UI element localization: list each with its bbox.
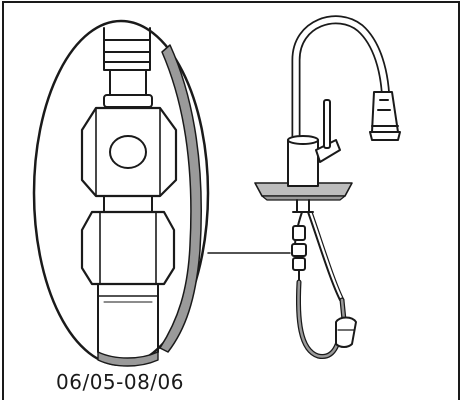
page-code: 06/05-08/06 xyxy=(56,370,184,394)
faucet-drawing xyxy=(254,15,401,359)
page-frame xyxy=(2,1,460,400)
detail-zoom-view xyxy=(32,19,210,367)
